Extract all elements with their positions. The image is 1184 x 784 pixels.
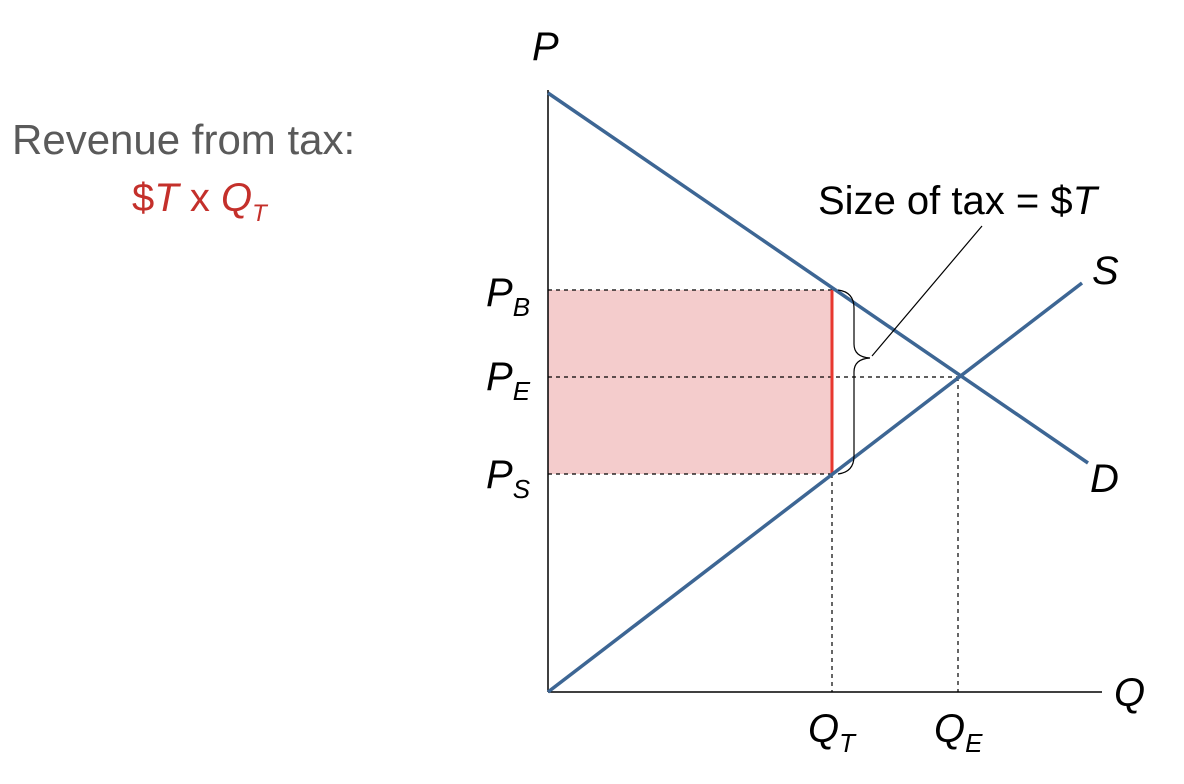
tax-size-annotation: Size of tax = $T [818, 179, 1100, 223]
tax-pointer [871, 225, 983, 357]
demand-curve [547, 91, 1089, 465]
price-label-sellers: PS [486, 453, 531, 504]
y-axis-label: P [532, 25, 559, 69]
price-label-buyers: PB [486, 271, 530, 322]
supply-label: S [1092, 249, 1119, 293]
price-label-equilibrium: PE [486, 355, 531, 406]
tax-brace [837, 289, 871, 475]
revenue-title: Revenue from tax: [12, 116, 356, 163]
revenue-area [548, 290, 832, 474]
quantity-label-equilibrium: QE [934, 707, 983, 758]
x-axis-label: Q [1114, 671, 1145, 715]
revenue-formula: $T x QT [132, 176, 267, 227]
supply-curve [546, 281, 1084, 694]
quantity-label-tax: QT [808, 707, 857, 758]
demand-label: D [1090, 457, 1119, 501]
